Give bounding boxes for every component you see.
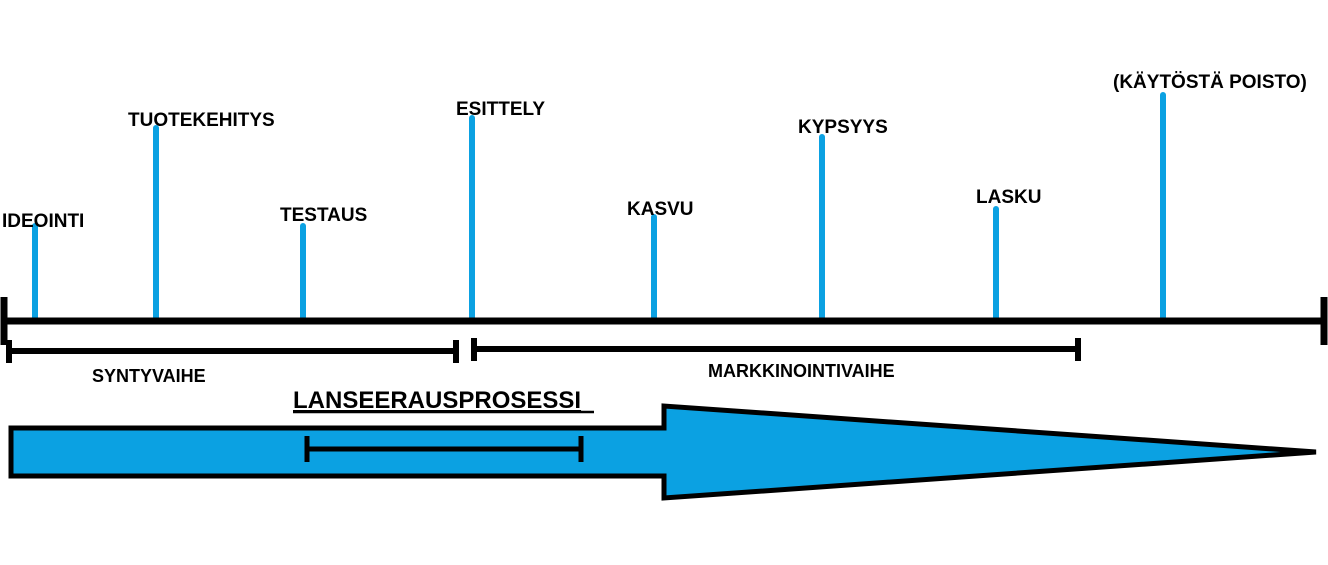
marketing-phase-bracket — [471, 338, 1081, 361]
phase-label-birth: SYNTYVAIHE — [92, 366, 206, 386]
process-bracket — [304, 436, 584, 462]
stage-markers — [32, 92, 1166, 323]
stage-label-poisto: (KÄYTÖSTÄ POISTO) — [1113, 72, 1307, 93]
stage-label-ideointi: IDEOINTI — [2, 211, 84, 232]
stage-label-kypsyys: KYPSYYS — [798, 117, 888, 138]
stage-label-esittely: ESITTELY — [456, 99, 545, 120]
stage-label-kasvu: KASVU — [627, 199, 694, 220]
phase-label-marketing: MARKKINOINTIVAIHE — [708, 361, 895, 381]
process-label: LANSEERAUSPROSESSI — [293, 387, 581, 414]
stage-label-tuotekehitys: TUOTEKEHITYS — [128, 110, 275, 131]
lifecycle-arrow — [8, 403, 1317, 501]
stage-label-lasku: LASKU — [976, 187, 1041, 208]
timeline — [0, 297, 1328, 345]
stage-label-testaus: TESTAUS — [280, 205, 367, 226]
birth-phase-bracket — [6, 340, 459, 363]
